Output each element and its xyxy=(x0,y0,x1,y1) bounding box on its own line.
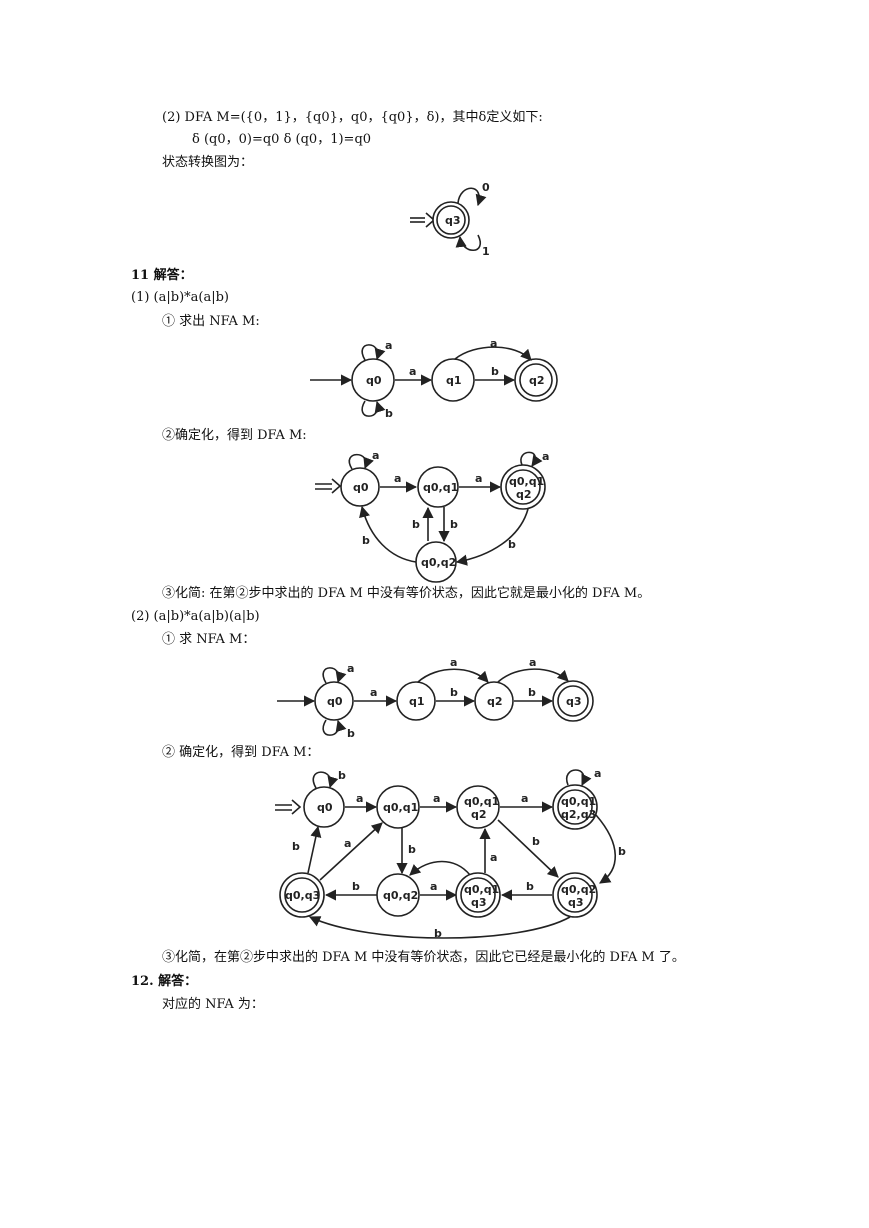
fig2-state: q0 xyxy=(366,374,382,387)
fig5-label: a xyxy=(356,792,363,805)
fig4-label: b xyxy=(347,727,355,740)
fig5-label: b xyxy=(352,880,360,893)
part2-line2: δ (q0，0)=q0 δ (q0，1)=q0 xyxy=(192,132,372,147)
fig2-label: a xyxy=(385,339,392,352)
fig5-label: a xyxy=(490,851,497,864)
fig4-label: a xyxy=(347,662,354,675)
fig3-state: q0,q1 xyxy=(509,475,544,488)
fig4-label: a xyxy=(370,686,377,699)
q11-step1: ① 求出 NFA M: xyxy=(162,314,260,329)
fig5-label: b xyxy=(338,769,346,782)
q11-step4: ① 求 NFA M： xyxy=(162,632,256,647)
part2-line3: 状态转换图为： xyxy=(162,155,254,170)
fig5-state: q0,q2 xyxy=(383,889,418,902)
fig5-label: a xyxy=(594,767,601,780)
q11-heading: 11 解答： xyxy=(131,268,193,283)
q12-heading: 12. 解答： xyxy=(131,974,198,989)
part2-line1: (2) DFA M=({0，1}，{q0}，q0，{q0}，δ)，其中δ定义如下… xyxy=(162,110,543,125)
fig5-state: q0,q2 xyxy=(561,883,596,896)
fig5-state: q3 xyxy=(568,896,584,909)
q11-sub2: (2) (a|b)*a(a|b)(a|b) xyxy=(131,609,260,624)
fig1-diagram: q3 0 1 xyxy=(410,181,490,258)
fig3-state: q0,q1 xyxy=(423,481,458,494)
fig5-label: b xyxy=(532,835,540,848)
q11-step3: ③化简: 在第②步中求出的 DFA M 中没有等价状态，因此它就是最小化的 DF… xyxy=(162,586,651,601)
fig5-label: a xyxy=(430,880,437,893)
fig5-label: a xyxy=(521,792,528,805)
fig3-label: b xyxy=(508,538,516,551)
fig4-label: b xyxy=(450,686,458,699)
fig2-label: a xyxy=(490,337,497,350)
fig4-label: a xyxy=(529,656,536,669)
fig4-state: q2 xyxy=(487,695,503,708)
fig3-state: q2 xyxy=(516,488,532,501)
fig4-state: q0 xyxy=(327,695,343,708)
fig3-dfa: q0 a a q0,q1 a q0,q1 q2 a b b q0,q2 b b xyxy=(315,449,549,583)
fig2-label: b xyxy=(385,407,393,420)
fig5-state: q0,q3 xyxy=(285,889,320,902)
fig2-label: b xyxy=(491,365,499,378)
fig2-label: a xyxy=(409,365,416,378)
fig3-label: a xyxy=(475,472,482,485)
fig3-state: q0,q2 xyxy=(421,556,456,569)
fig5-state: q0,q1 xyxy=(464,883,499,896)
fig2-nfa: q0 a b a q1 b q2 a xyxy=(310,337,558,420)
fig5-label: b xyxy=(618,845,626,858)
fig5-state: q2 xyxy=(471,808,487,821)
fig2-state: q1 xyxy=(446,374,462,387)
q11-step2: ②确定化，得到 DFA M: xyxy=(162,428,307,443)
fig1-label-1: 1 xyxy=(482,245,490,258)
fig2-state: q2 xyxy=(529,374,545,387)
fig4-label: a xyxy=(450,656,457,669)
fig4-label: b xyxy=(528,686,536,699)
fig5-state: q0,q1 xyxy=(464,795,499,808)
fig5-label: b xyxy=(434,927,442,940)
fig5-state: q0 xyxy=(317,801,333,814)
fig5-state: q2,q3 xyxy=(561,808,596,821)
fig5-label: a xyxy=(433,792,440,805)
fig4-state: q3 xyxy=(566,695,582,708)
fig3-label: a xyxy=(372,449,379,462)
q11-sub1: (1) (a|b)*a(a|b) xyxy=(131,290,229,305)
fig5-label: b xyxy=(292,840,300,853)
fig3-label: b xyxy=(412,518,420,531)
fig5-label: b xyxy=(408,843,416,856)
fig3-label: a xyxy=(394,472,401,485)
fig4-nfa: q0 a b a q1 b q2 a b q3 a xyxy=(277,656,594,740)
fig4-state: q1 xyxy=(409,695,425,708)
fig1-label-0: 0 xyxy=(482,181,490,194)
fig5-state: q0,q1 xyxy=(383,801,418,814)
fig3-label: a xyxy=(542,450,549,463)
q11-step6: ③化简，在第②步中求出的 DFA M 中没有等价状态，因此它已经是最小化的 DF… xyxy=(162,950,685,965)
fig3-label: b xyxy=(450,518,458,531)
q11-step5: ② 确定化，得到 DFA M： xyxy=(162,745,320,760)
q12-text: 对应的 NFA 为： xyxy=(162,997,264,1012)
fig5-label: b xyxy=(526,880,534,893)
fig5-label: a xyxy=(344,837,351,850)
fig1-state-label: q3 xyxy=(445,214,461,227)
fig5-state: q3 xyxy=(471,896,487,909)
fig5-dfa: q0 b a q0,q1 a q0,q1 q2 a q0,q1 q2,q3 a … xyxy=(275,767,626,940)
fig3-label: b xyxy=(362,534,370,547)
fig3-state: q0 xyxy=(353,481,369,494)
fig5-state: q0,q1 xyxy=(561,795,596,808)
